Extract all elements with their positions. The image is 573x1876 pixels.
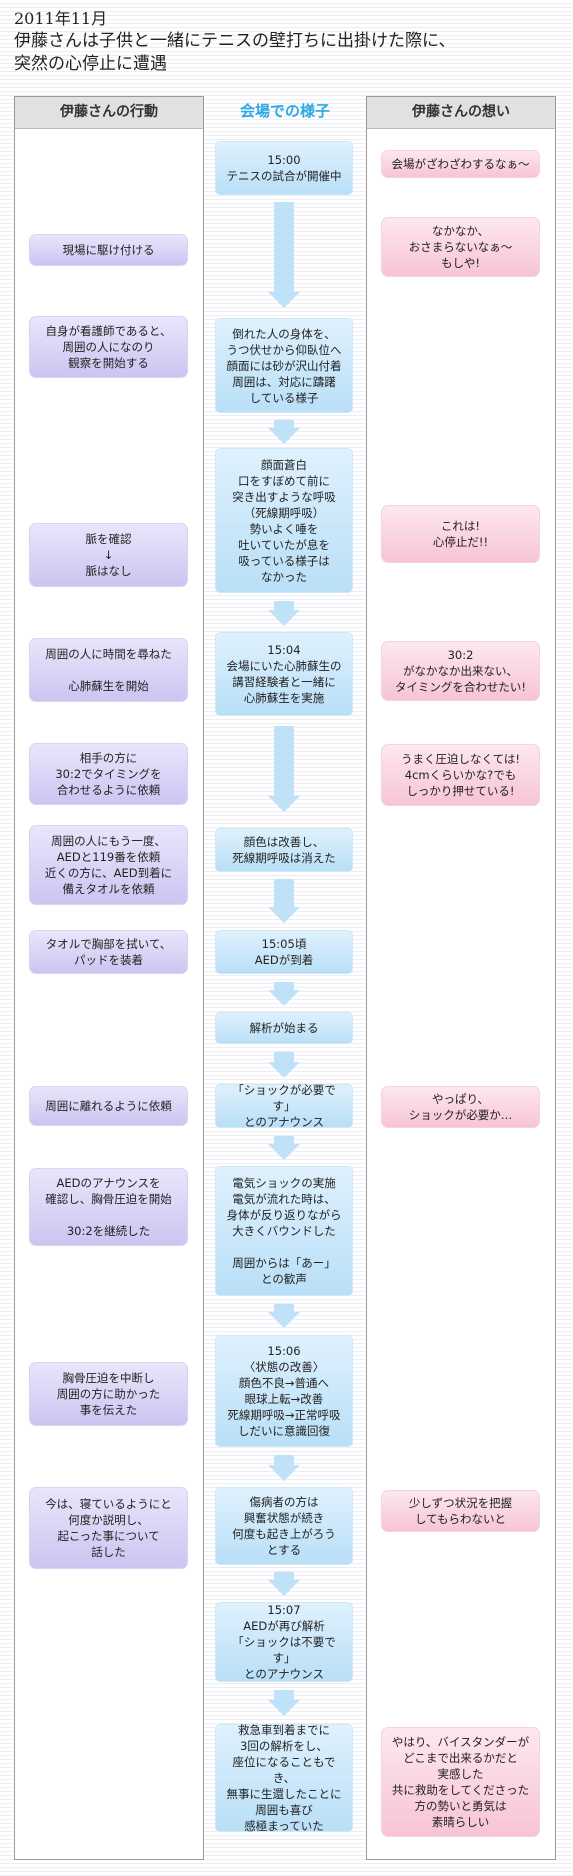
action-box-5: 相手の方に 30:2でタイミングを 合わせるように依頼 [29, 743, 188, 805]
header-date: 2011年11月 [14, 9, 108, 28]
thought-box-2: なかなか、 おさまらないなぁ〜 もしや! [381, 217, 540, 277]
page-header: 2011年11月 伊藤さんは子供と一緒にテニスの壁打ちに出掛けた際に、 突然の心… [14, 8, 559, 76]
flow-arrow-down-icon [268, 202, 300, 308]
flow-arrow-down-icon [268, 879, 300, 923]
scene-box-7: 解析が始まる [215, 1012, 353, 1044]
action-box-11: 今は、寝ているようにと 何度か説明し、 起こった事について 話した [29, 1487, 188, 1569]
thought-box-8: やはり、バイスタンダーが どこまで出来るかだと 実感した 共に救助をしてくださっ… [381, 1727, 540, 1837]
action-box-6: 周囲の人にもう一度、 AEDと119番を依頼 近くの方に、AED到着に 備えタオ… [29, 825, 188, 905]
thought-box-6: やっぱり、 ショックが必要か… [381, 1086, 540, 1128]
flow-arrow-down-icon [268, 1052, 300, 1078]
scene-box-11: 傷病者の方は 興奮状態が続き 何度も起き上がろう とする [215, 1487, 353, 1565]
flow-arrow-down-icon [268, 601, 300, 626]
scene-box-4: 15:04 会場にいた心肺蘇生の 講習経験者と一緒に 心肺蘇生を実施 [215, 632, 353, 716]
thought-box-3: これは! 心停止だ!! [381, 505, 540, 563]
flow-arrow-down-icon [268, 1572, 300, 1596]
scene-box-13: 救急車到着までに 3回の解析をし、 座位になることもでき、 無事に生還したことに… [215, 1723, 353, 1833]
flow-arrow-down-icon [268, 1690, 300, 1716]
flow-arrow-down-icon [268, 1304, 300, 1328]
scene-box-5: 顔色は改善し、 死線期呼吸は消えた [215, 828, 353, 872]
scene-box-9: 電気ショックの実施 電気が流れた時は、 身体が反り返りながら 大きくバウンドした… [215, 1166, 353, 1296]
scene-box-2: 倒れた人の身体を、 うつ伏せから仰臥位へ 顔面には砂が沢山付着 周囲は、対応に躊… [215, 318, 353, 413]
action-box-7: タオルで胸部を拭いて、 パッドを装着 [29, 930, 188, 974]
action-box-9: AEDのアナウンスを 確認し、胸骨圧迫を開始 30:2を継続した [29, 1168, 188, 1246]
center-column-header: 会場での様子 [239, 102, 330, 120]
thought-box-1: 会場がざわざわするなぁ〜 [381, 150, 540, 178]
action-box-2: 自身が看護師であると、 周囲の人になのり 観察を開始する [29, 316, 188, 378]
scene-box-8: 「ショックが必要です」 とのアナウンス [215, 1083, 353, 1129]
scene-box-12: 15:07 AEDが再び解析 「ショックは不要です」 とのアナウンス [215, 1602, 353, 1682]
flow-arrow-down-icon [268, 1136, 300, 1160]
action-box-8: 周囲に離れるように依頼 [29, 1086, 188, 1126]
scene-box-3: 顔面蒼白 口をすぼめて前に 突き出すような呼吸 （死線期呼吸） 勢いよく唾を 吐… [215, 448, 353, 593]
flow-arrow-down-icon [268, 726, 300, 812]
action-box-10: 胸骨圧迫を中断し 周囲の方に助かった 事を伝えた [29, 1362, 188, 1426]
action-box-3: 脈を確認 ↓ 脈はなし [29, 523, 188, 587]
header-title-line-1: 伊藤さんは子供と一緒にテニスの壁打ちに出掛けた際に、 [14, 31, 456, 51]
flow-arrow-down-icon [268, 1455, 300, 1481]
left-column-header: 伊藤さんの行動 [15, 97, 203, 129]
flow-arrow-down-icon [268, 420, 300, 444]
scene-box-1: 15:00 テニスの試合が開催中 [215, 141, 353, 195]
thought-box-4: 30:2 がなかなか出来ない、 タイミングを合わせたい! [381, 641, 540, 701]
action-box-4: 周囲の人に時間を尋ねた 心肺蘇生を開始 [29, 638, 188, 702]
right-column-header: 伊藤さんの想い [367, 97, 555, 129]
thought-box-5: うまく圧迫しなくては! 4cmくらいかな?でも しっかり押せている! [381, 744, 540, 806]
header-title-line-2: 突然の心停止に遭遇 [14, 54, 167, 74]
action-box-1: 現場に駆け付ける [29, 234, 188, 266]
right-column-panel: 伊藤さんの想い [366, 96, 556, 1860]
thought-box-7: 少しずつ状況を把握 してもらわないと [381, 1490, 540, 1532]
scene-box-6: 15:05頃 AEDが到着 [215, 930, 353, 974]
scene-box-10: 15:06 〈状態の改善〉 顔色不良→普通へ 眼球上転→改善 死線期呼吸→正常呼… [215, 1335, 353, 1447]
flow-arrow-down-icon [268, 982, 300, 1006]
